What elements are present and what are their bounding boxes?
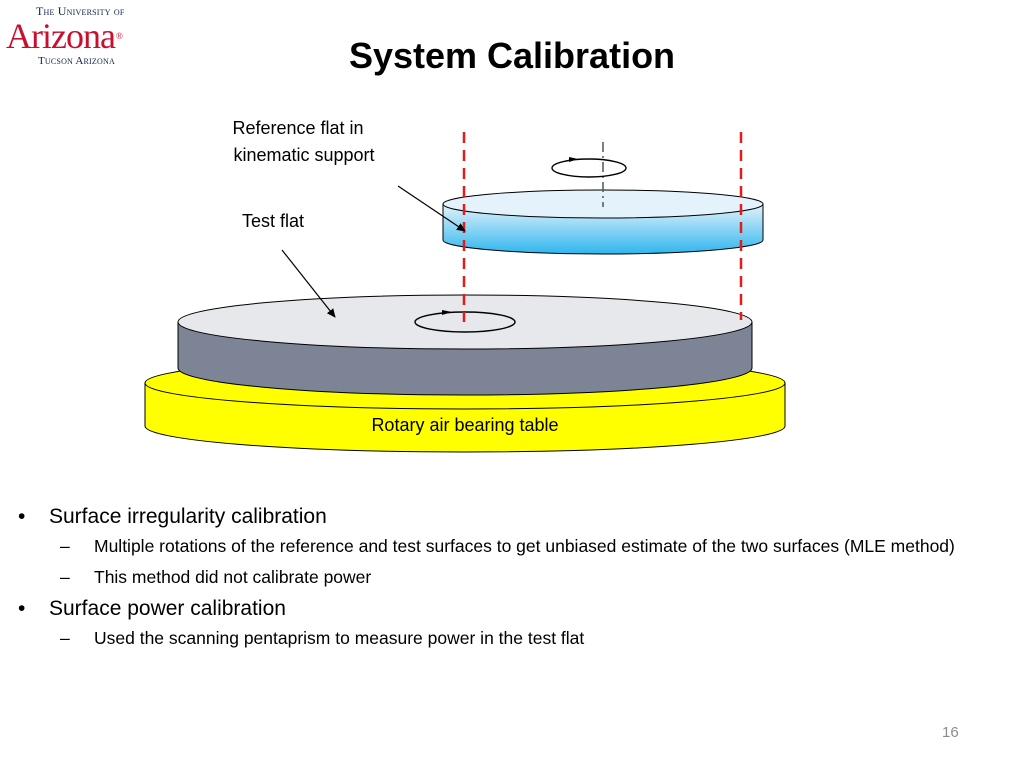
test-flat-pointer-arrow [281, 249, 336, 318]
slide-title: System Calibration [348, 35, 676, 76]
sub-bullet-mark: – [60, 567, 70, 587]
page-number: 16 [942, 724, 959, 741]
bullet-mark: • [18, 597, 26, 620]
reference-flat-disk [442, 189, 764, 255]
logo-wordmark-text: Arizona [6, 16, 116, 56]
rotary-table-label: Rotary air bearing table [371, 415, 558, 435]
bullet-item: • Surface power calibration [18, 595, 1008, 623]
bullet-item: • Surface irregularity calibration [18, 503, 1008, 531]
sub-bullet-item: – This method did not calibrate power [18, 564, 1008, 590]
bullet-text: Surface power calibration [49, 597, 286, 620]
sub-bullet-mark: – [60, 536, 70, 556]
sub-bullet-text: This method did not calibrate power [94, 567, 372, 587]
reference-flat-label-line1: Reference flat in [232, 118, 363, 138]
test-flat-label: Test flat [242, 211, 304, 231]
sub-bullet-item: – Multiple rotations of the reference an… [18, 533, 1008, 559]
reference-rotation-arrow-icon [551, 157, 627, 178]
university-logo: The University of Arizona® Tucson Arizon… [6, 4, 156, 74]
logo-wordmark: Arizona® [6, 16, 123, 56]
reference-flat-pointer-arrow [397, 185, 466, 232]
sub-bullet-text: Used the scanning pentaprism to measure … [94, 628, 585, 648]
bullet-list: • Surface irregularity calibration – Mul… [18, 503, 1008, 656]
sub-bullet-item: – Used the scanning pentaprism to measur… [18, 625, 1008, 651]
bullet-text: Surface irregularity calibration [49, 505, 327, 528]
logo-bottom-line: Tucson Arizona [38, 55, 115, 67]
reference-flat-label-line2: kinematic support [233, 145, 374, 165]
sub-bullet-text: Multiple rotations of the reference and … [94, 536, 955, 556]
bullet-mark: • [18, 505, 26, 528]
test-flat-disk [177, 294, 753, 396]
logo-top-line: The University of [36, 4, 125, 18]
registered-mark: ® [115, 31, 123, 41]
sub-bullet-mark: – [60, 628, 70, 648]
calibration-diagram: Reference flat in kinematic support Test… [144, 118, 786, 453]
